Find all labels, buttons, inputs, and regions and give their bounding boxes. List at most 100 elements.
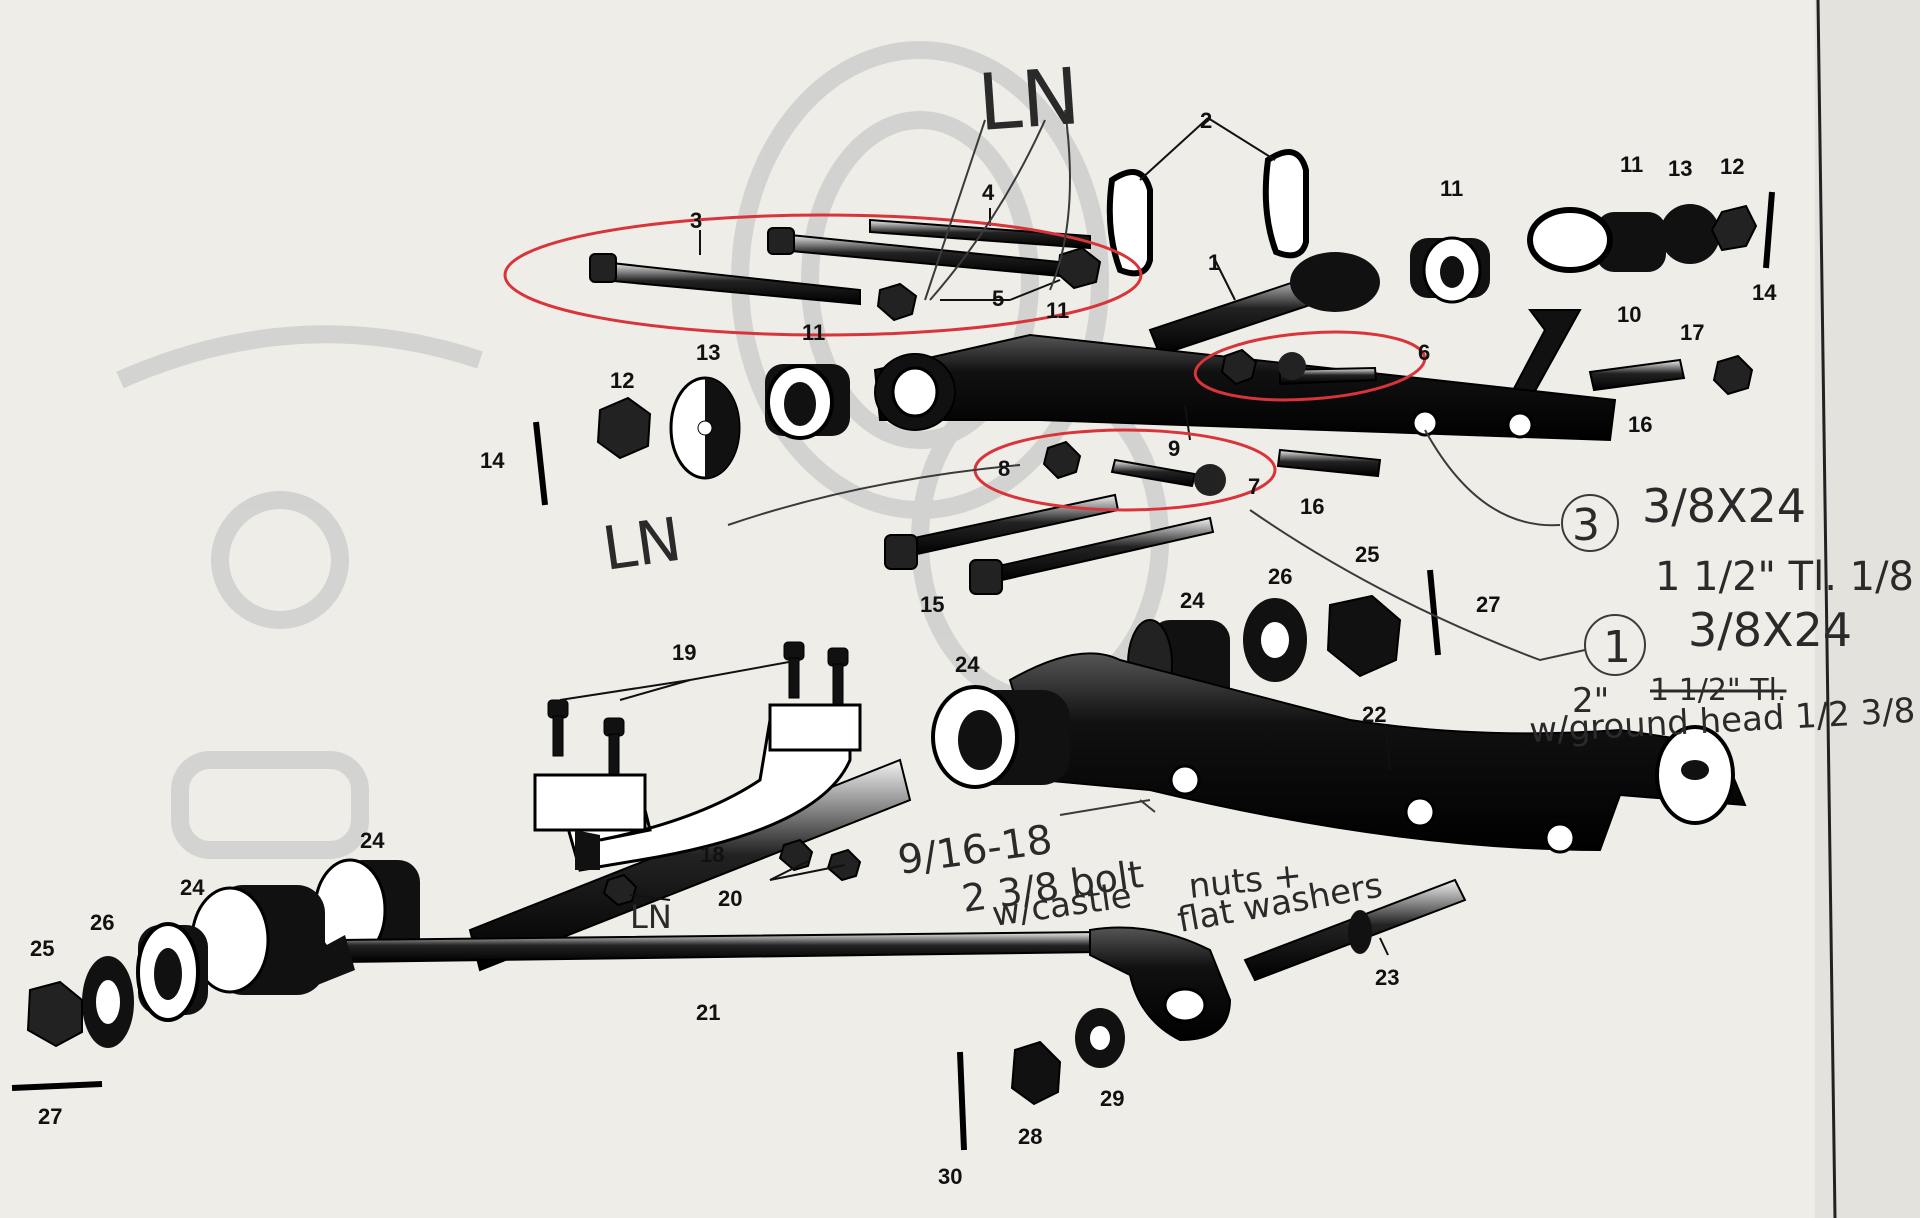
note-ln-bottom: LN xyxy=(630,898,672,936)
label-11d: 11 xyxy=(802,320,825,345)
label-24b: 24 xyxy=(955,652,980,677)
bush-24-lower-c xyxy=(136,922,208,1022)
label-5: 5 xyxy=(992,286,1004,311)
nut-17 xyxy=(1712,354,1754,396)
nuts-20 xyxy=(602,838,862,907)
pencil-strokes xyxy=(727,109,1646,816)
label-14a: 14 xyxy=(1752,280,1777,305)
bolt-7-head xyxy=(1194,464,1226,496)
label-13a: 13 xyxy=(1668,156,1692,181)
split-pin-30 xyxy=(957,1051,967,1151)
note-bolt1-length: 2" xyxy=(1572,681,1609,721)
note-bolt1-crossed: 1 1/2" Tl. xyxy=(1650,673,1786,708)
leader-lines xyxy=(559,117,1391,956)
label-26a: 26 xyxy=(1268,564,1292,589)
lower-arm-22 xyxy=(1008,652,1747,854)
note-bolt1-size: 3/8X24 xyxy=(1688,603,1852,657)
nut-8 xyxy=(1042,440,1082,480)
label-27b: 27 xyxy=(38,1104,62,1129)
tie-rod-21 xyxy=(290,926,1232,1042)
label-7: 7 xyxy=(1248,474,1260,499)
nut-6 xyxy=(1220,348,1258,386)
label-20: 20 xyxy=(718,886,742,911)
washer-13-right xyxy=(1660,204,1720,264)
label-2: 2 xyxy=(1200,108,1212,133)
label-8: 8 xyxy=(998,456,1010,481)
clip-2-right xyxy=(1262,149,1309,259)
bolts-15 xyxy=(884,493,1215,595)
nut-5-a xyxy=(1056,246,1102,290)
bolt-7 xyxy=(1110,458,1197,488)
label-24c: 24 xyxy=(360,828,385,853)
label-25a: 25 xyxy=(1355,542,1379,567)
label-11a: 11 xyxy=(1440,176,1463,201)
bolt-16-right xyxy=(1588,358,1686,392)
label-26b: 26 xyxy=(90,910,114,935)
bush-24-mid xyxy=(931,685,1070,789)
nut-12-right xyxy=(1710,204,1758,252)
bolt-6-head xyxy=(1278,352,1306,380)
bolt-16-centre xyxy=(1276,448,1382,478)
label-11b: 11 xyxy=(1620,152,1643,177)
split-pin-14-left xyxy=(533,421,548,506)
red-circle-bolt-6 xyxy=(1193,330,1427,402)
bush-11-upper xyxy=(1410,236,1490,304)
red-highlight-circles xyxy=(503,213,1427,512)
label-11c: 11 xyxy=(1046,298,1069,323)
fulcrum-pin-1 xyxy=(1148,252,1380,357)
washer-29 xyxy=(1075,1008,1125,1068)
split-pin-27-lower xyxy=(11,1081,103,1091)
split-pin-14-right xyxy=(1763,191,1775,269)
red-circle-pins-3-5 xyxy=(503,213,1143,337)
cross-member-18 xyxy=(468,703,912,972)
bush-11-right xyxy=(1527,207,1666,273)
label-12b: 12 xyxy=(610,368,634,393)
label-16b: 16 xyxy=(1300,494,1324,519)
bush-24-lower-a xyxy=(313,858,420,962)
label-1: 1 xyxy=(1208,250,1220,275)
label-3: 3 xyxy=(690,208,702,233)
label-24d: 24 xyxy=(180,875,205,900)
label-25b: 25 xyxy=(30,936,54,961)
washer-26-lower xyxy=(82,956,134,1048)
bolts-19 xyxy=(547,641,849,775)
label-16a: 16 xyxy=(1628,412,1652,437)
part-labels: 1 2 3 4 5 6 7 8 9 10 11 11 11 11 12 12 1… xyxy=(30,108,1777,1189)
label-4: 4 xyxy=(982,180,995,205)
split-pin-27-upper xyxy=(1427,569,1441,656)
label-24a: 24 xyxy=(1180,588,1205,613)
label-18: 18 xyxy=(700,842,724,867)
washer-13-left xyxy=(669,376,741,480)
label-29: 29 xyxy=(1100,1086,1124,1111)
nut-12-left xyxy=(596,396,652,460)
label-22: 22 xyxy=(1362,702,1386,727)
label-19: 19 xyxy=(672,640,696,665)
label-13b: 13 xyxy=(696,340,720,365)
clip-2-left xyxy=(1106,169,1153,277)
note-bolt3-length: 1 1/2" Tl. 1/8 xyxy=(1655,554,1914,600)
castle-nut-25-lower xyxy=(26,980,83,1048)
label-6: 6 xyxy=(1418,340,1430,365)
washer-26-upper xyxy=(1243,598,1307,682)
note-bolt3-size: 3/8X24 xyxy=(1642,479,1806,533)
nut-5-b xyxy=(876,282,918,322)
bush-11-centre xyxy=(765,364,850,440)
label-30: 30 xyxy=(938,1164,962,1189)
castle-nut-25-upper xyxy=(1326,594,1402,678)
pin-23-collar xyxy=(1348,910,1372,954)
pin-3-front xyxy=(589,253,861,306)
page-border-line xyxy=(1816,0,1837,1218)
label-28: 28 xyxy=(1018,1124,1042,1149)
label-14b: 14 xyxy=(480,448,505,473)
label-17: 17 xyxy=(1680,320,1704,345)
note-circled-1: 1 xyxy=(1603,622,1631,673)
label-15: 15 xyxy=(920,592,944,617)
label-23: 23 xyxy=(1375,965,1399,990)
note-ln-left: LN xyxy=(598,505,685,585)
note-ln-top: LN xyxy=(975,52,1083,149)
label-12a: 12 xyxy=(1720,154,1744,179)
castle-nut-28 xyxy=(1010,1040,1062,1106)
label-10: 10 xyxy=(1617,302,1641,327)
